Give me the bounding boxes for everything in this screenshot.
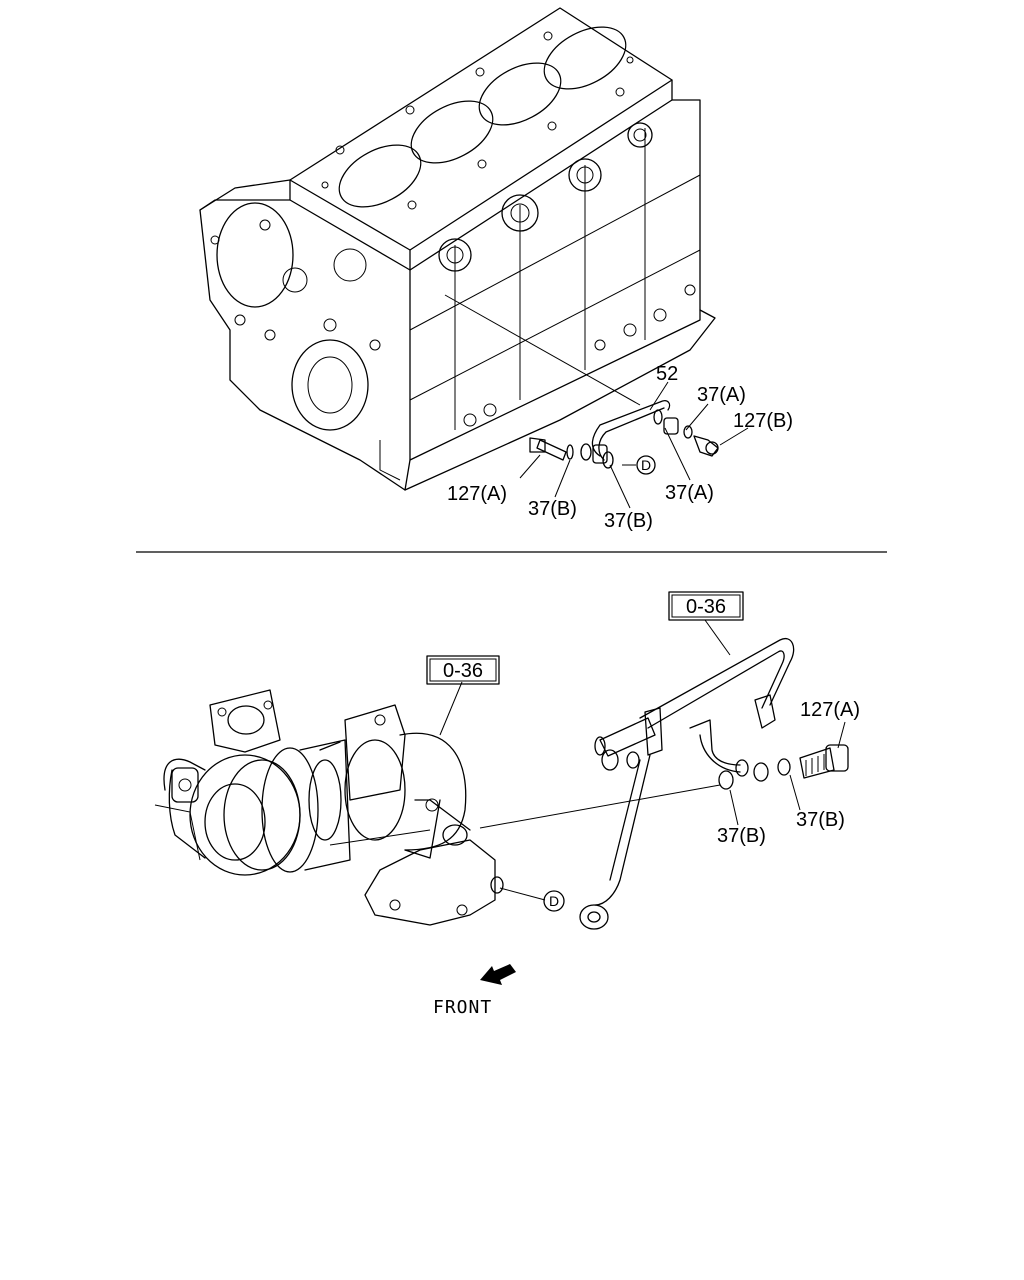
- circle-d-bottom: D: [543, 890, 565, 912]
- label-37b-bottom-left: 37(B): [717, 825, 766, 847]
- label-37a-lower: 37(A): [665, 482, 714, 504]
- bottom-leader-lines: [439, 619, 846, 901]
- svg-text:D: D: [641, 457, 651, 473]
- front-arrow-icon: [480, 964, 516, 985]
- label-37b-top-right: 37(B): [604, 510, 653, 532]
- svg-text:0-36: 0-36: [443, 660, 483, 682]
- circle-d-top: D: [636, 455, 656, 475]
- label-37b-bottom-right: 37(B): [796, 809, 845, 831]
- turbocharger-illustration: [154, 689, 504, 926]
- ref-box-right: 0-36: [668, 591, 744, 621]
- top-leader-lines: [519, 381, 749, 509]
- label-37b-top-left: 37(B): [528, 498, 577, 520]
- front-label: FRONT: [433, 997, 492, 1018]
- oil-feed-pipe-top: [529, 400, 719, 469]
- label-127b: 127(B): [733, 410, 793, 432]
- label-52: 52: [656, 363, 678, 385]
- label-37a-upper: 37(A): [697, 384, 746, 406]
- svg-text:0-36: 0-36: [686, 596, 726, 618]
- oil-pipe-assembly-bottom: [479, 638, 849, 930]
- ref-box-left: 0-36: [426, 655, 500, 685]
- engine-block-illustration: [199, 7, 716, 491]
- svg-text:D: D: [549, 893, 559, 909]
- label-127a-bottom: 127(A): [800, 699, 860, 721]
- label-127a-top: 127(A): [447, 483, 507, 505]
